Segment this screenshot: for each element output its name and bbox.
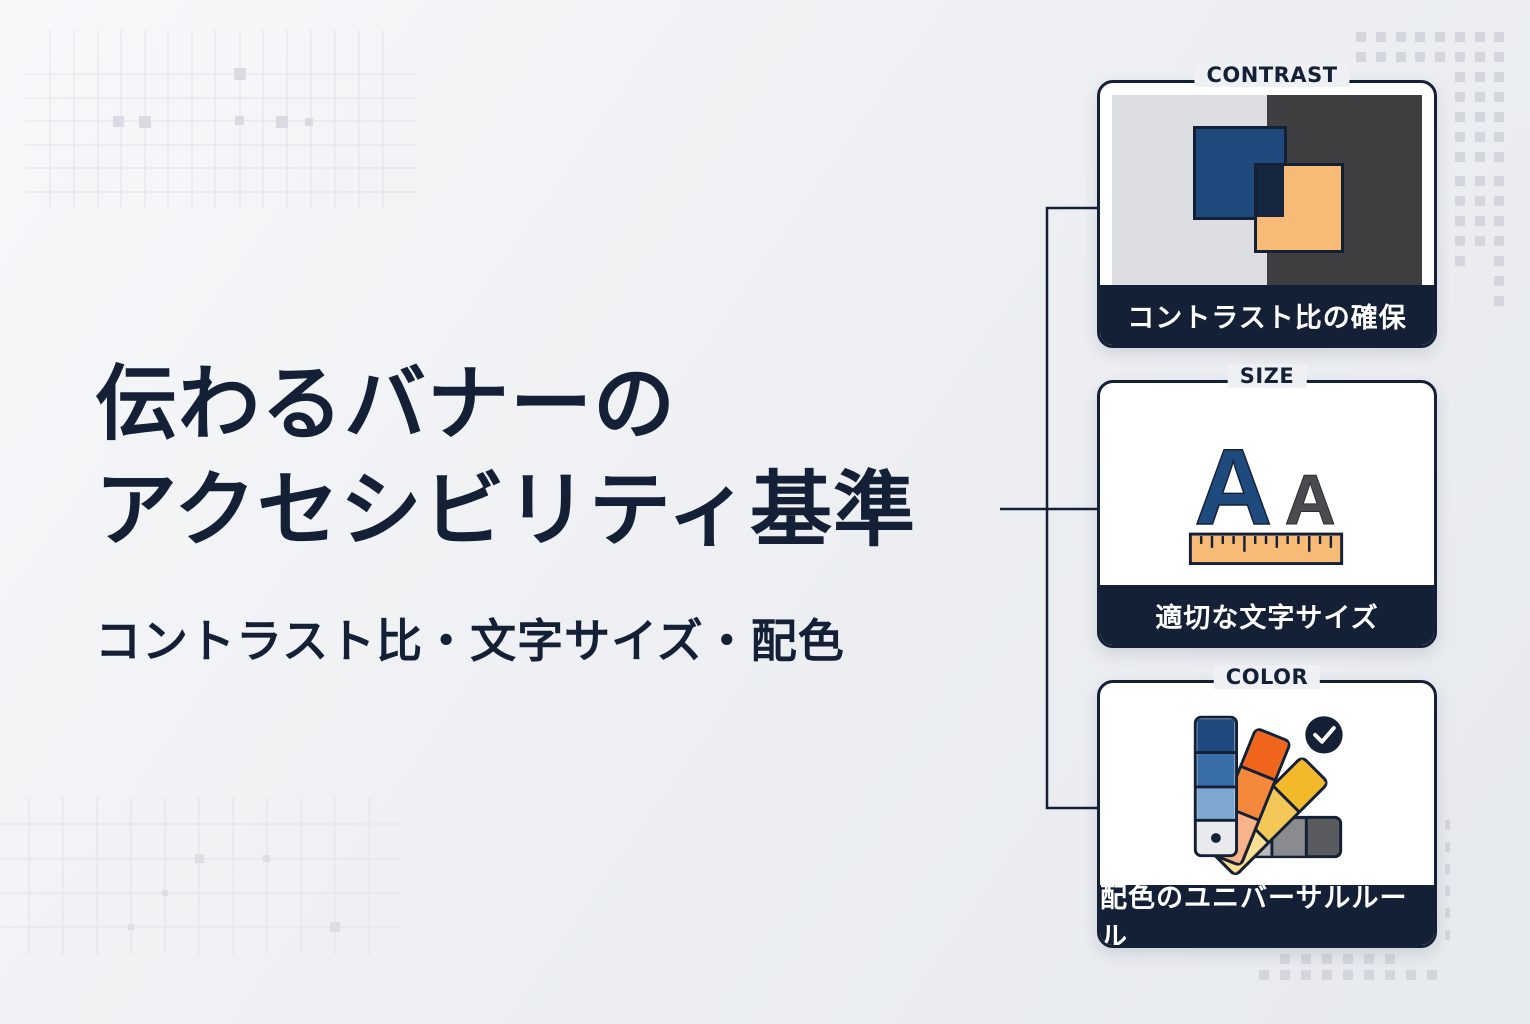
- decorative-grid-bottom-left: [0, 795, 410, 970]
- title-line-2: アクセシビリティ基準: [95, 463, 916, 558]
- contrast-card-label: コントラスト比の確保: [1100, 285, 1434, 345]
- title-line-1: 伝わるバナーの: [95, 357, 677, 452]
- page-subtitle: コントラスト比・文字サイズ・配色: [95, 614, 845, 668]
- overlapping-squares-icon: [1112, 95, 1422, 285]
- decorative-grid-top-left: [25, 30, 425, 210]
- contrast-card-tag: CONTRAST: [1194, 63, 1350, 87]
- check-icon: [1305, 716, 1343, 754]
- size-card: A A 適切な文字サイズ: [1097, 380, 1437, 648]
- color-card-label: 配色のユニバーサルルール: [1100, 883, 1434, 945]
- page-title: 伝わるバナーの アクセシビリティ基準: [95, 352, 916, 564]
- small-letter-a: A: [1285, 460, 1336, 539]
- decorative-dot-matrix-top-right: [1352, 28, 1512, 322]
- contrast-card: コントラスト比の確保: [1097, 80, 1437, 348]
- font-size-ruler-icon: A A: [1188, 426, 1344, 566]
- color-swatch-fan-icon: [1193, 715, 1343, 875]
- color-card-tag: COLOR: [1213, 665, 1321, 689]
- size-card-label: 適切な文字サイズ: [1100, 585, 1434, 645]
- color-card: 配色のユニバーサルルール: [1097, 680, 1437, 948]
- large-letter-a: A: [1194, 426, 1272, 547]
- size-card-tag: SIZE: [1227, 364, 1307, 388]
